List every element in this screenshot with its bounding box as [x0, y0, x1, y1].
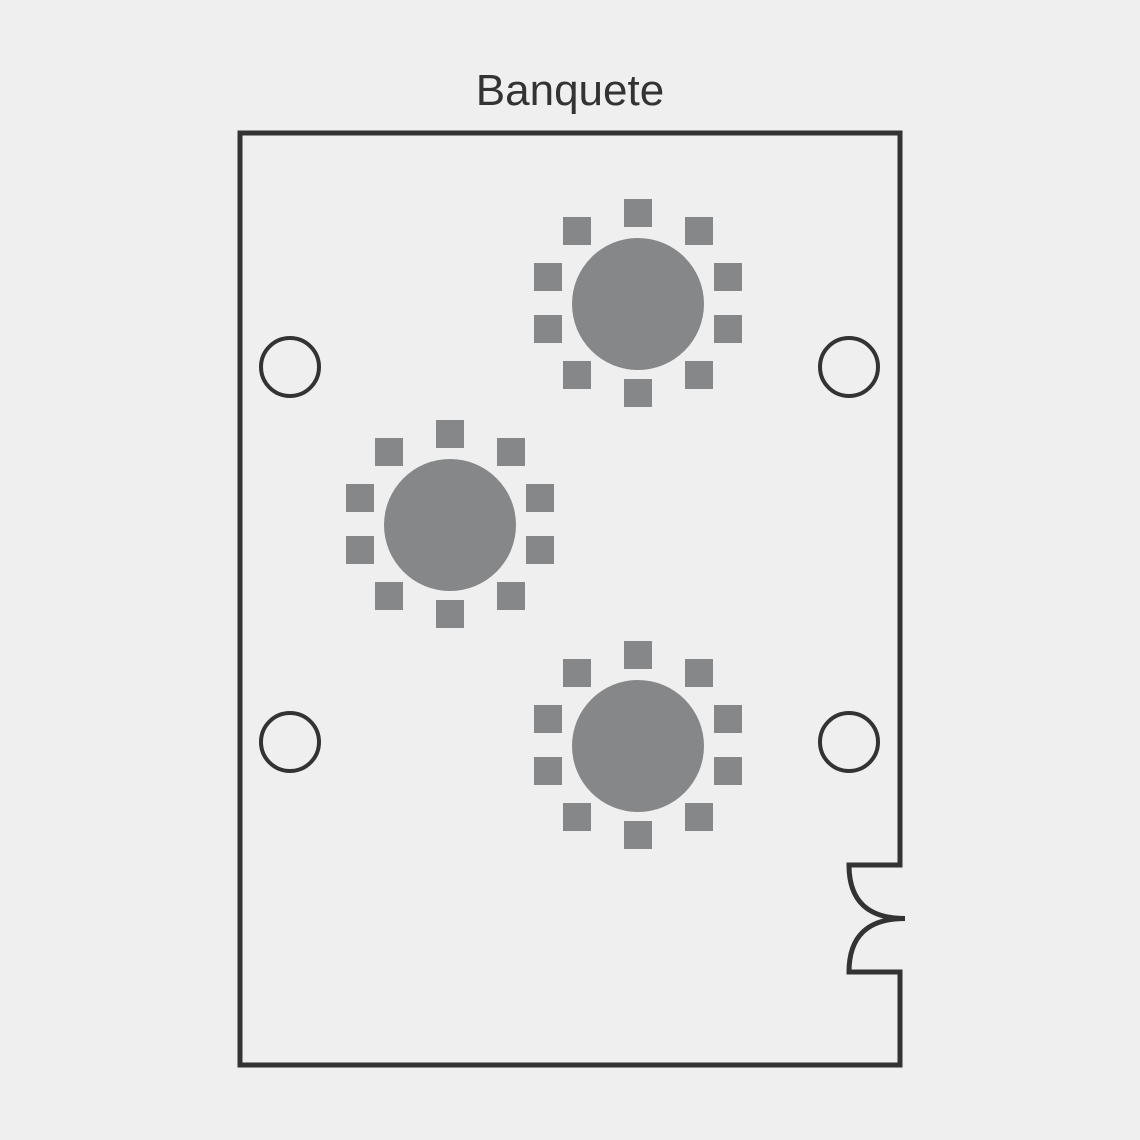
round-table-1[interactable] [572, 238, 704, 370]
chair[interactable] [526, 536, 554, 564]
room-wall [237, 130, 906, 1068]
chair[interactable] [714, 263, 742, 291]
chair[interactable] [563, 361, 591, 389]
pillar-3 [259, 711, 321, 773]
chair[interactable] [685, 803, 713, 831]
chair[interactable] [497, 582, 525, 610]
chair[interactable] [685, 361, 713, 389]
chair[interactable] [624, 199, 652, 227]
chair[interactable] [346, 536, 374, 564]
chair[interactable] [563, 217, 591, 245]
chair[interactable] [534, 757, 562, 785]
chair[interactable] [436, 600, 464, 628]
chair[interactable] [375, 438, 403, 466]
pillar-4 [818, 711, 880, 773]
round-table-3[interactable] [572, 680, 704, 812]
chair[interactable] [624, 821, 652, 849]
chair[interactable] [534, 315, 562, 343]
chair[interactable] [685, 217, 713, 245]
chair[interactable] [436, 420, 464, 448]
chair[interactable] [375, 582, 403, 610]
pillar-1 [259, 336, 321, 398]
chair[interactable] [714, 757, 742, 785]
round-table-2[interactable] [384, 459, 516, 591]
chair[interactable] [526, 484, 554, 512]
chair[interactable] [624, 641, 652, 669]
chair[interactable] [563, 803, 591, 831]
chair[interactable] [497, 438, 525, 466]
chair[interactable] [534, 705, 562, 733]
chair[interactable] [563, 659, 591, 687]
pillar-2 [818, 336, 880, 398]
chair[interactable] [534, 263, 562, 291]
chair[interactable] [624, 379, 652, 407]
chair[interactable] [714, 705, 742, 733]
chair[interactable] [685, 659, 713, 687]
chair[interactable] [346, 484, 374, 512]
chair[interactable] [714, 315, 742, 343]
diagram-title: Banquete [475, 66, 665, 115]
